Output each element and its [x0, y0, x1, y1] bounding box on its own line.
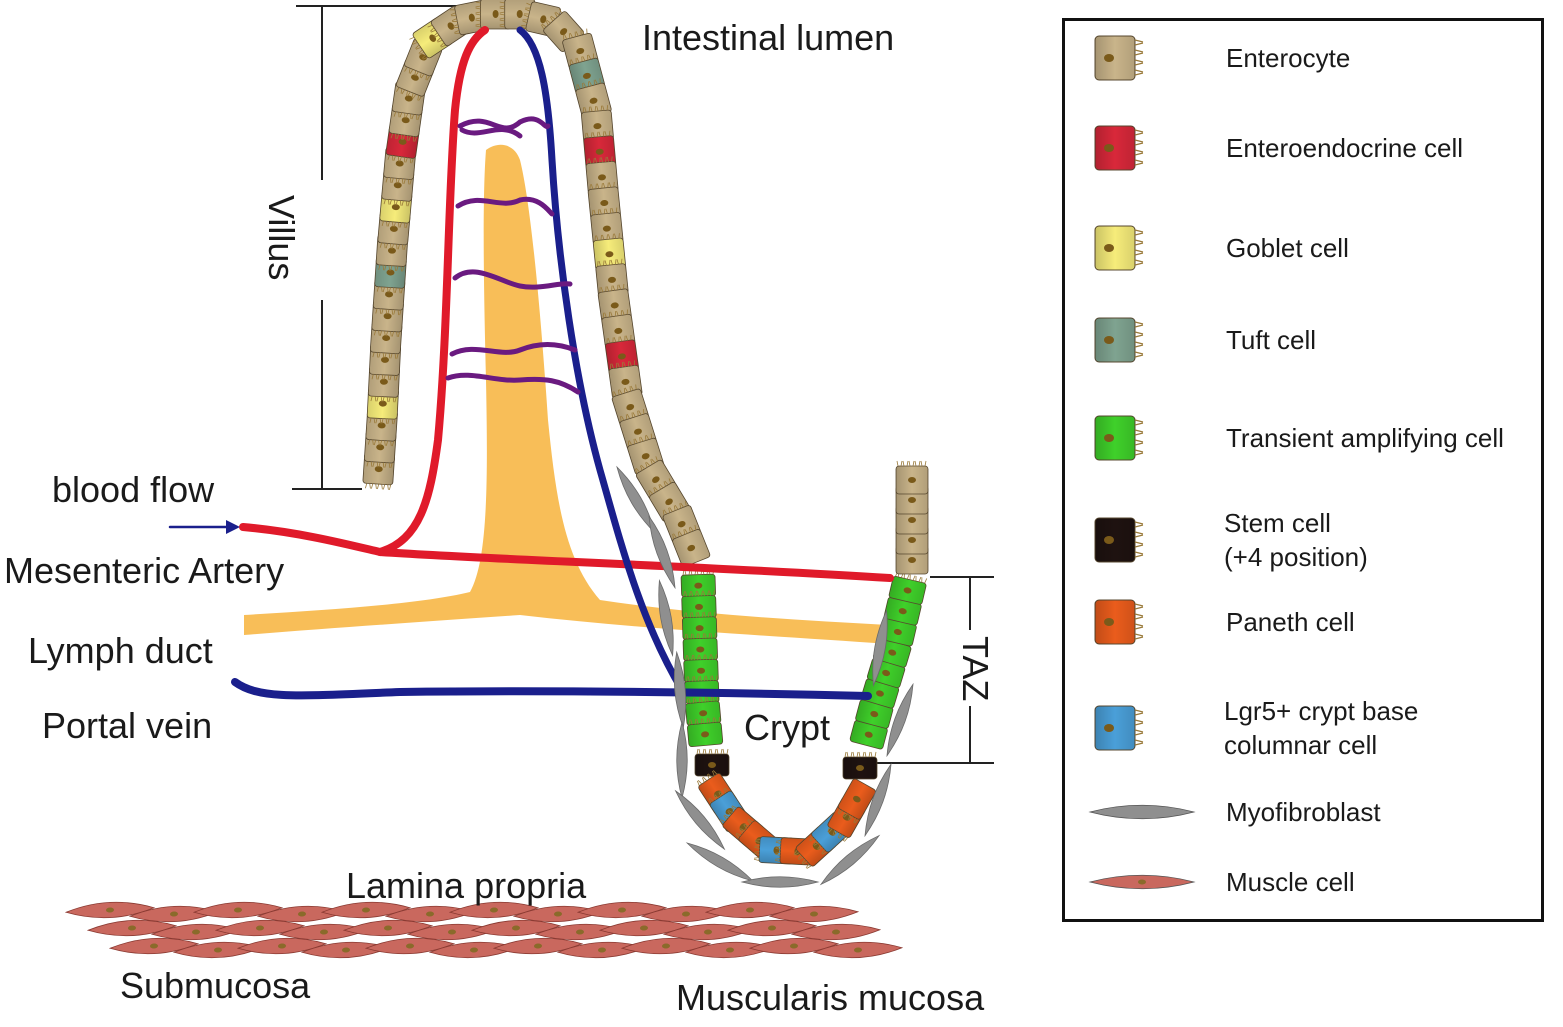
- muscle-cell: [64, 901, 156, 919]
- epithelial-cell: [837, 778, 876, 824]
- myofibroblast-cell: [676, 720, 688, 800]
- myofibroblast-layer: [616, 465, 914, 888]
- muscle-cell: [86, 919, 178, 937]
- blood-vessels: [168, 26, 894, 700]
- muscle-cell: [492, 937, 584, 955]
- muscle-layer: [64, 901, 904, 959]
- mesenteric-artery-label: Mesenteric Artery: [4, 550, 285, 591]
- vein-horizontal: [231, 678, 872, 700]
- legend-swatch: [1088, 804, 1196, 820]
- legend-icons: [1088, 35, 1196, 890]
- muscle-cell: [576, 901, 668, 919]
- lamina-propria-label: Lamina propria: [346, 865, 587, 906]
- muscle-cell: [364, 937, 456, 955]
- muscle-cell: [192, 901, 284, 919]
- myofibroblast-cell: [648, 514, 676, 590]
- epithelial-cell: [888, 571, 928, 605]
- epithelial-cell: [681, 611, 718, 641]
- capillary-network: [445, 116, 581, 395]
- legend-label: Lgr5+ crypt base columnar cell: [1224, 696, 1419, 760]
- myofibroblast-cell: [886, 682, 914, 758]
- epithelial-cell: [604, 334, 639, 374]
- legend-swatch: [1094, 35, 1144, 81]
- muscularis-mucosa-label: Muscularis mucosa: [676, 977, 985, 1018]
- portal-vein-label: Portal vein: [42, 705, 213, 746]
- muscle-cell: [214, 919, 306, 937]
- muscle-cell: [620, 937, 712, 955]
- epithelial-cell: [855, 694, 895, 729]
- muscle-cell: [726, 919, 818, 937]
- crypt-label: Crypt: [744, 707, 831, 748]
- legend-swatch: [1088, 874, 1196, 890]
- muscle-cell: [812, 941, 904, 959]
- legend-label: Muscle cell: [1226, 867, 1355, 897]
- myofibroblast-cell: [872, 609, 888, 687]
- legend-swatch: [1094, 415, 1144, 461]
- myofibroblast-cell: [658, 579, 674, 657]
- vein-vessel: [516, 26, 686, 694]
- muscle-cell: [108, 937, 200, 955]
- epithelial-cell: [879, 613, 918, 647]
- legend-label: Enterocyte: [1226, 43, 1351, 73]
- epithelial-cell: [685, 695, 722, 726]
- stem-cell: [842, 751, 878, 780]
- epithelial-cell: [601, 309, 636, 348]
- epithelial-cell: [520, 1, 562, 38]
- epithelium-layer: [362, 0, 929, 869]
- legend-label: Transient amplifying cell: [1226, 423, 1504, 453]
- legend-swatch: [1094, 705, 1144, 751]
- lymph-duct-vessel: [244, 144, 888, 644]
- legend-label: Enteroendocrine cell: [1226, 133, 1464, 163]
- muscle-cell: [748, 937, 840, 955]
- muscle-cell: [428, 941, 520, 959]
- myofibroblast-cell: [819, 834, 881, 886]
- muscle-cell: [470, 919, 562, 937]
- lymph-duct-label: Lymph duct: [28, 630, 213, 671]
- legend-swatch: [1094, 517, 1144, 563]
- legend-swatch: [1094, 317, 1144, 363]
- blood-flow-label: blood flow: [52, 469, 215, 510]
- epithelial-cell: [895, 460, 929, 495]
- epithelial-cell: [597, 283, 632, 323]
- epithelial-cell: [849, 715, 889, 750]
- legend-box: [1062, 18, 1544, 922]
- taz-bracket: [860, 576, 994, 764]
- epithelial-cell: [687, 717, 724, 748]
- epithelial-cell: [682, 632, 718, 662]
- muscle-cell: [598, 919, 690, 937]
- epithelial-cell: [883, 592, 923, 626]
- myofibroblast-cell: [674, 789, 726, 851]
- submucosa-label: Submucosa: [120, 965, 311, 1006]
- artery-vessel: [239, 26, 489, 557]
- legend-swatch: [1094, 599, 1144, 645]
- muscle-cell: [448, 901, 540, 919]
- artery-horizontal: [376, 548, 894, 582]
- epithelial-cell: [672, 524, 711, 568]
- muscle-cell: [704, 901, 796, 919]
- legend-label: Tuft cell: [1226, 325, 1317, 355]
- muscle-cell: [236, 937, 328, 955]
- legend-label: Myofibroblast: [1226, 797, 1381, 827]
- stem-cell: [694, 748, 730, 777]
- myofibroblast-cell: [740, 876, 820, 888]
- myofibroblast-cell: [864, 762, 892, 838]
- intestinal-lumen-label: Intestinal lumen: [642, 17, 895, 58]
- legend-label: Goblet cell: [1226, 233, 1349, 263]
- legend-label: Stem cell (+4 position): [1224, 508, 1368, 572]
- muscle-cell: [556, 941, 648, 959]
- legend-swatch: [1094, 225, 1144, 271]
- muscle-cell: [342, 919, 434, 937]
- epithelial-cell: [681, 590, 717, 619]
- epithelial-cell: [575, 78, 612, 119]
- taz-label: TAZ: [955, 636, 996, 702]
- legend-swatch: [1094, 125, 1144, 171]
- villus-label: Villus: [261, 195, 302, 281]
- blood-flow-arrow: [168, 520, 240, 534]
- muscle-cell: [320, 901, 412, 919]
- legend-label: Paneth cell: [1226, 607, 1355, 637]
